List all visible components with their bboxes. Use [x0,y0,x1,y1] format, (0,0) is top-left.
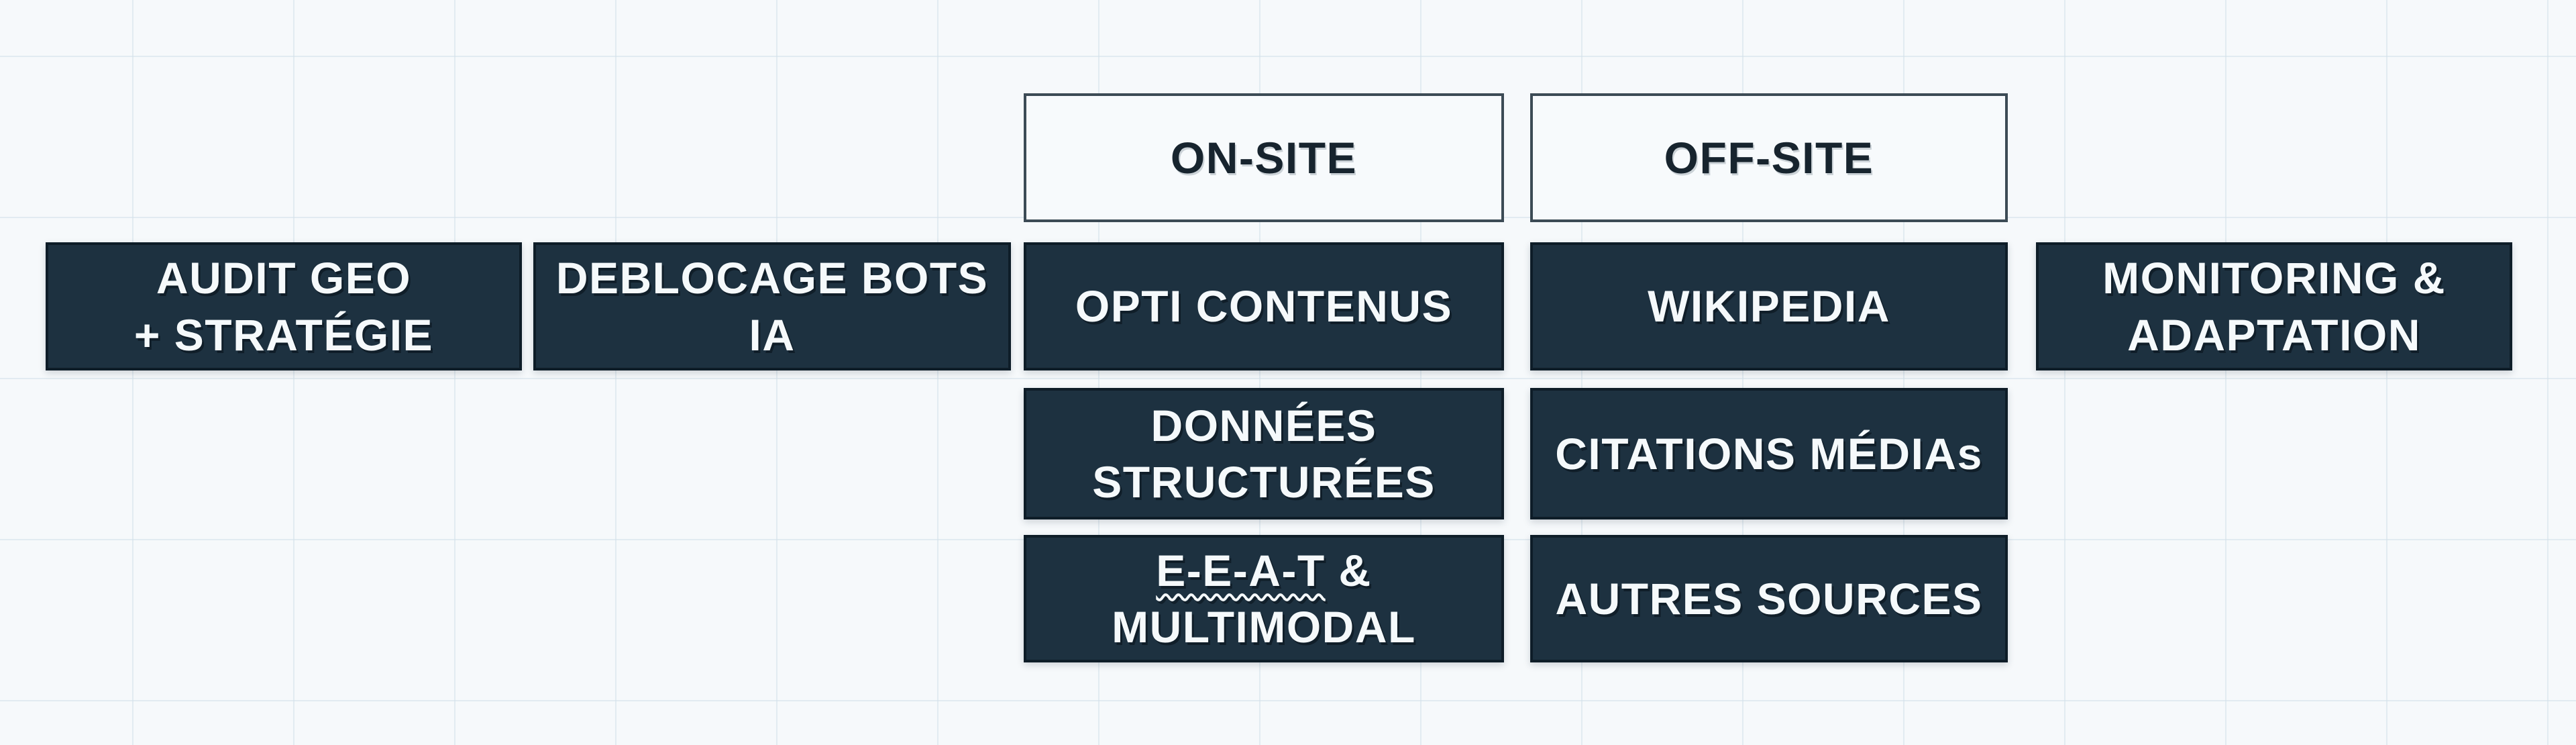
box-audit-geo-strategie: AUDIT GEO + STRATÉGIE [46,242,522,370]
box-wikipedia-label: WIKIPEDIA [1648,281,1890,332]
box-donnees-structurees-label: DONNÉES STRUCTURÉES [1092,400,1436,507]
box-monitoring-adaptation: MONITORING & ADAPTATION [2036,242,2512,370]
box-opti-contenus-label: OPTI CONTENUS [1075,281,1453,332]
header-on-site: ON-SITE [1024,93,1504,222]
box-autres-sources: AUTRES SOURCES [1530,535,2008,662]
box-citations-medias-label: CITATIONS MÉDIAs [1555,428,1983,479]
box-opti-contenus: OPTI CONTENUS [1024,242,1504,370]
eeat-rest-text: & MULTIMODAL [1112,545,1416,652]
header-off-site: OFF-SITE [1530,93,2008,222]
header-on-site-label: ON-SITE [1170,132,1358,183]
eeat-wavy-underlined-text: E-E-A-T [1156,545,1326,595]
box-deblocage-bots-ia: DEBLOCAGE BOTS IA [533,242,1011,370]
box-eeat-multimodal-label: E-E-A-T & MULTIMODAL [1098,542,1430,656]
box-autres-sources-label: AUTRES SOURCES [1555,573,1983,624]
box-wikipedia: WIKIPEDIA [1530,242,2008,370]
box-deblocage-label: DEBLOCAGE BOTS IA [555,253,989,360]
box-citations-medias: CITATIONS MÉDIAs [1530,388,2008,519]
box-audit-label: AUDIT GEO + STRATÉGIE [133,253,434,360]
box-donnees-structurees: DONNÉES STRUCTURÉES [1024,388,1504,519]
box-monitoring-adaptation-label: MONITORING & ADAPTATION [2102,253,2446,360]
header-off-site-label: OFF-SITE [1664,132,1874,183]
box-eeat-multimodal: E-E-A-T & MULTIMODAL [1024,535,1504,662]
